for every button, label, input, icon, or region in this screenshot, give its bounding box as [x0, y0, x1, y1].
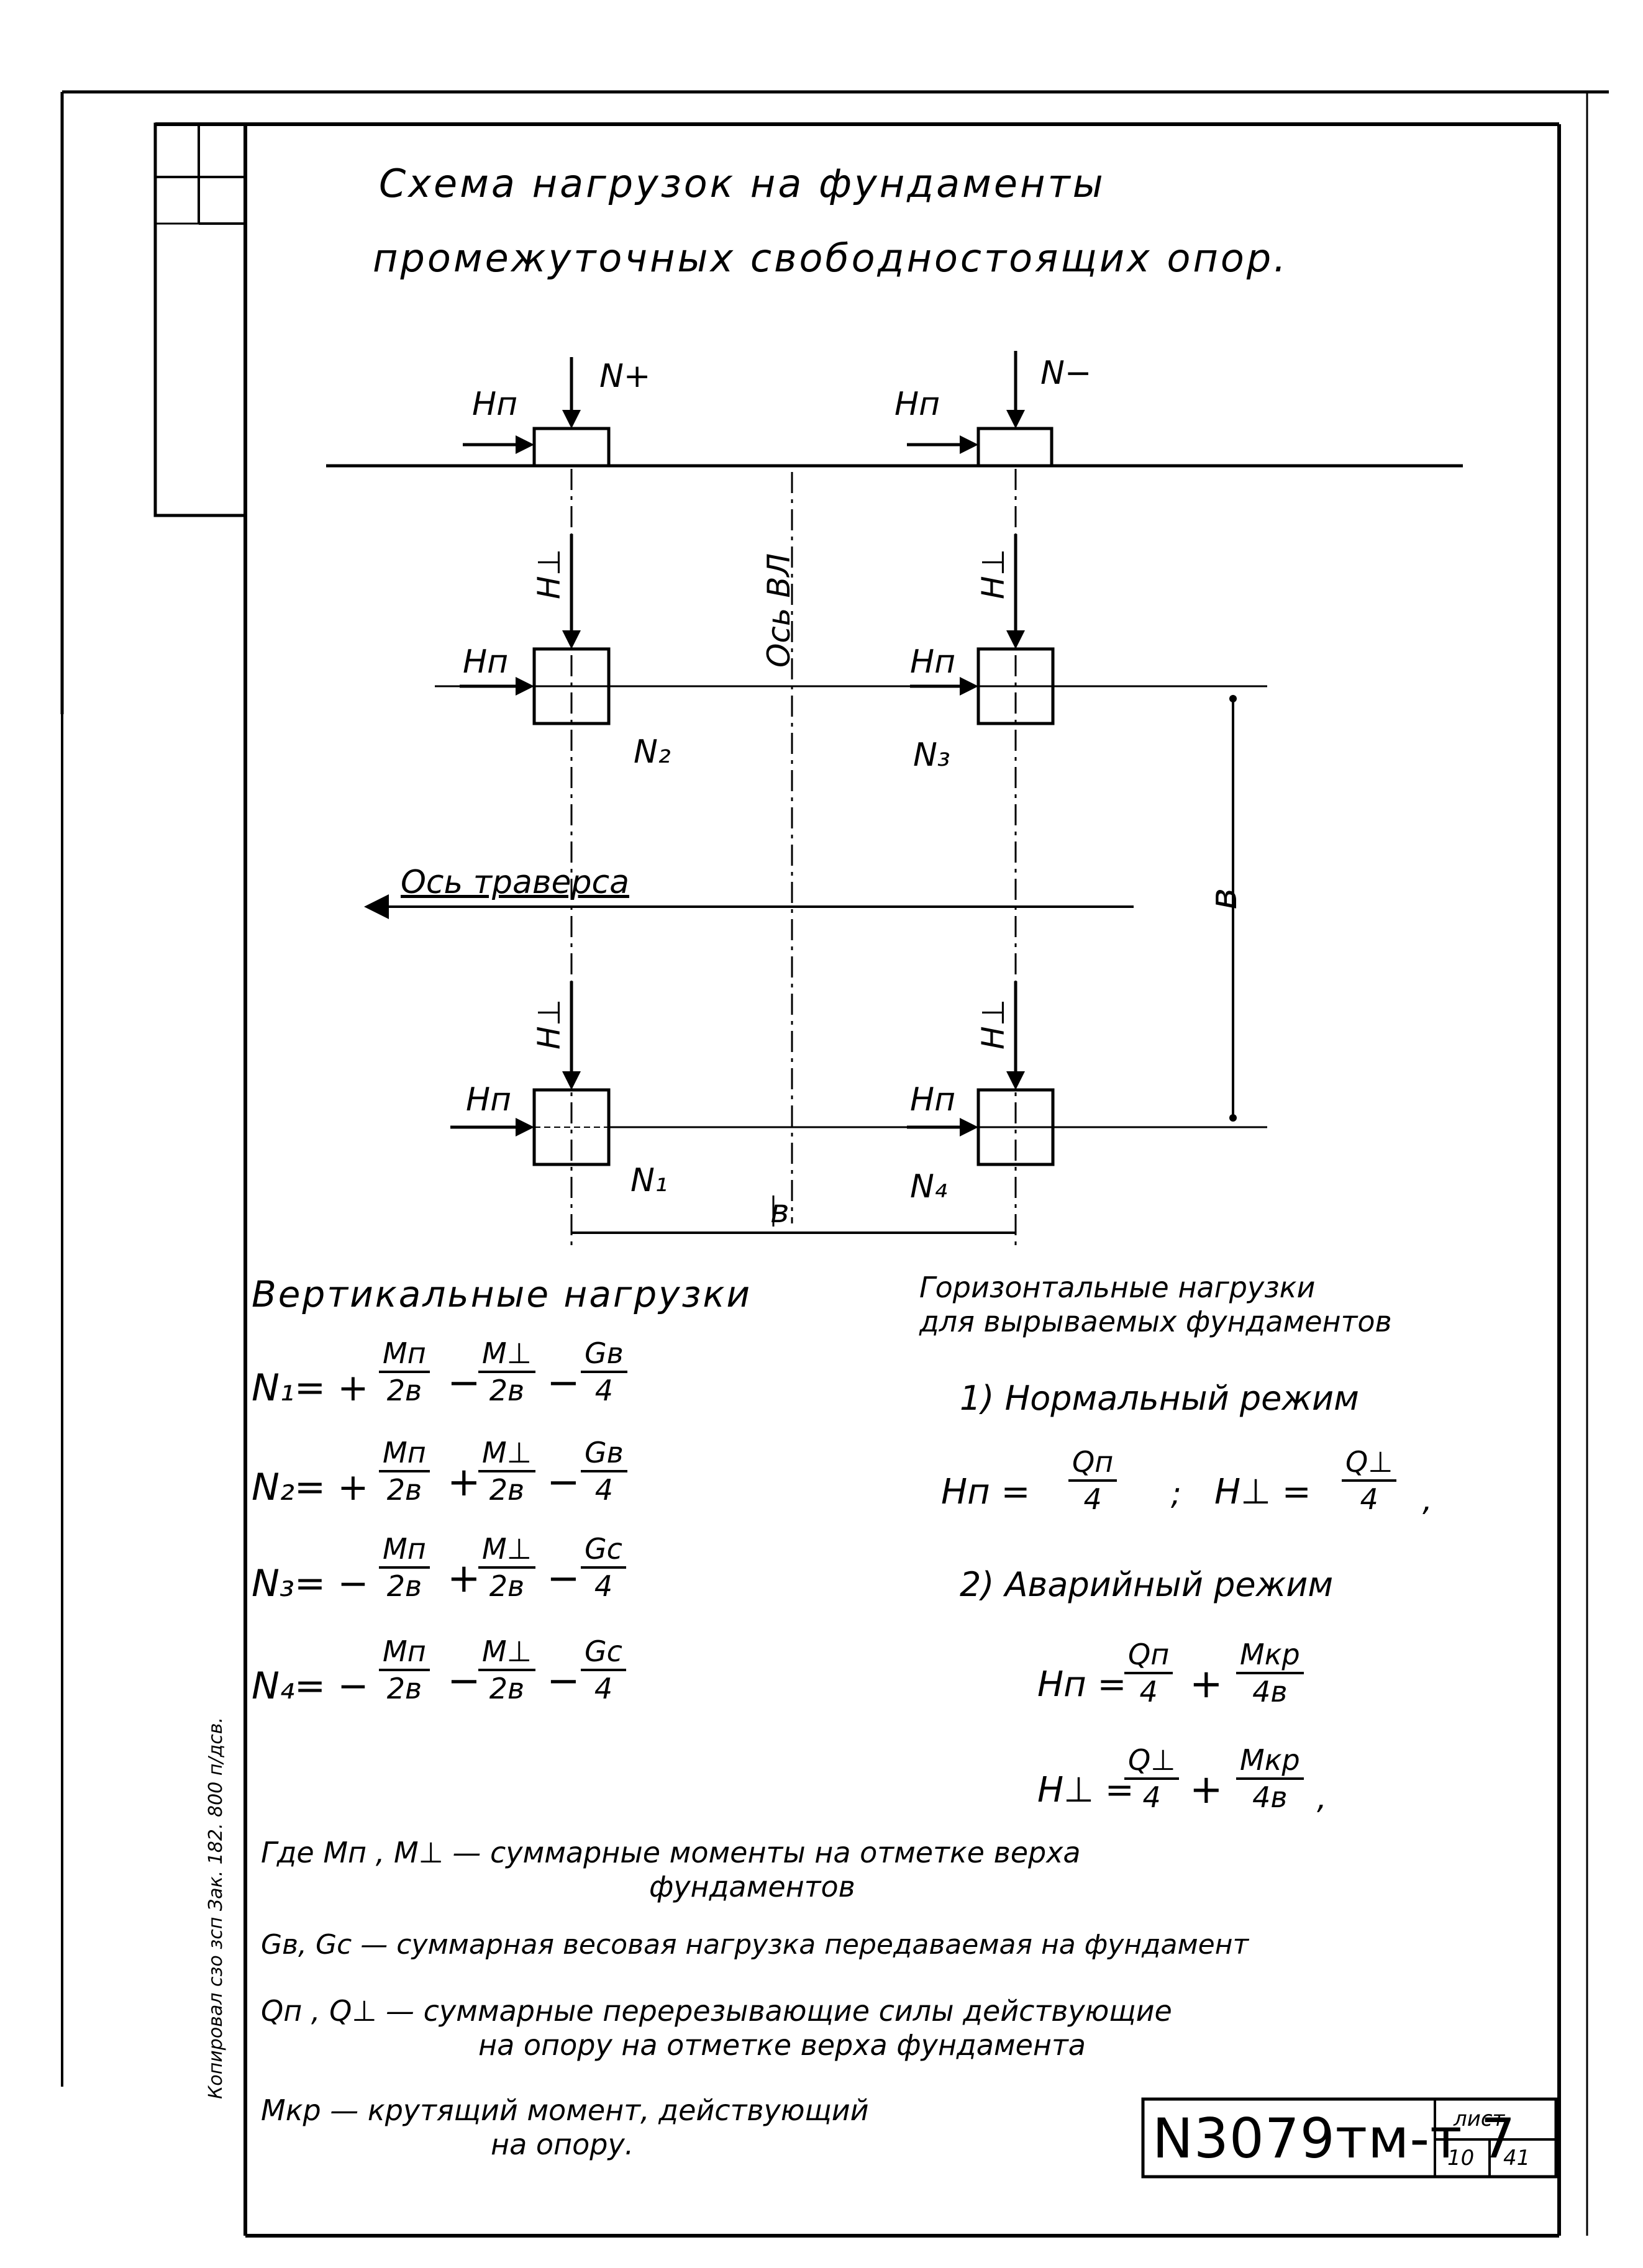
mode2-label: 2) Аварийный режим — [960, 1565, 1334, 1604]
label-n4: N₄ — [910, 1168, 947, 1205]
sheet-label: лист — [1454, 2107, 1505, 2131]
vl-row3-frac2: M⊥2в — [478, 1534, 535, 1602]
mode2-row1-lhs: Hп = — [1037, 1664, 1127, 1705]
mode2-row2-frac1: Q⊥4 — [1124, 1745, 1180, 1813]
label-hperp-n3: H⊥ — [975, 548, 1011, 599]
vl-row3-op2: + — [447, 1556, 481, 1602]
label-top-h-left: Hп — [472, 386, 518, 423]
label-n-minus: N− — [1040, 355, 1092, 392]
page-title-line1: Схема нагрузок на фундаменты — [379, 161, 1106, 206]
margin-copy-note: Копировал сзо зсп Зак. 182. 800 п/дсв. — [205, 1717, 227, 2099]
legend-line1: Где Mп , M⊥ — суммарные моменты на отмет… — [261, 1836, 1081, 1869]
top-footing-left — [532, 427, 611, 468]
mode1-end: , — [1422, 1482, 1432, 1518]
vl-row2-frac2: M⊥2в — [478, 1438, 535, 1505]
vertical-loads-heading: Вертикальные нагрузки — [252, 1273, 752, 1315]
mode2-row2-lhs: H⊥ = — [1037, 1770, 1134, 1810]
legend-line1b: фундаментов — [649, 1870, 855, 1903]
label-n1: N₁ — [630, 1162, 668, 1199]
legend-line4: Mкр — крутящий момент, действующий — [261, 2093, 869, 2127]
vl-row4-lhs: N₄= − — [252, 1664, 369, 1708]
vl-row4-op3: − — [547, 1658, 580, 1704]
vl-row3-lhs: N₃= − — [252, 1562, 369, 1605]
legend-line3b: на опору на отметке верха фундамента — [478, 2028, 1086, 2062]
mode1-hperp-lhs: H⊥ = — [1214, 1472, 1311, 1512]
label-hperp-n4: H⊥ — [975, 999, 1011, 1050]
label-n2: N₂ — [634, 733, 671, 771]
mode2-row2-end: , — [1317, 1780, 1327, 1816]
horizontal-loads-heading2: для вырываемых фундаментов — [919, 1305, 1392, 1338]
legend-line3: Qп , Q⊥ — суммарные перерезывающие силы … — [261, 1994, 1172, 2028]
vl-row2-op3: − — [547, 1459, 580, 1505]
title-stamp-frame — [1141, 2097, 1558, 2179]
horizontal-loads-heading1: Горизонтальные нагрузки — [919, 1271, 1316, 1304]
label-hperp-n2: H⊥ — [531, 548, 567, 599]
label-axis-vl: Ось ВЛ — [761, 553, 797, 668]
vl-row4-frac2: M⊥2в — [478, 1636, 535, 1704]
mode1-hperp-frac: Q⊥4 — [1342, 1447, 1397, 1515]
label-hperp-n1: H⊥ — [531, 999, 567, 1050]
label-n3: N₃ — [913, 737, 950, 774]
label-top-h-right: Hп — [894, 386, 940, 423]
label-hpar-n3: Hп — [910, 643, 956, 681]
label-n-plus: N+ — [599, 358, 651, 395]
vl-row1-lhs: N₁= + — [252, 1366, 369, 1410]
mode1-separator: ; — [1171, 1476, 1181, 1512]
label-dim-b-horizontal: в — [770, 1193, 790, 1230]
label-hpar-n1: Hп — [466, 1081, 512, 1118]
sheet-number: 10 — [1447, 2146, 1475, 2170]
vl-row4-op2: − — [447, 1658, 481, 1704]
top-footing-right — [976, 427, 1054, 468]
mode2-row1-op: + — [1190, 1661, 1223, 1707]
vl-row1-op3: − — [547, 1360, 580, 1406]
vl-row2-op2: + — [447, 1459, 481, 1505]
mode2-row2-op: + — [1190, 1767, 1223, 1813]
vl-row2-lhs: N₂= + — [252, 1466, 369, 1509]
drawing-code: N3079тм-т 7 — [1152, 2107, 1516, 2170]
label-dim-b-vertical: в — [1202, 887, 1245, 910]
sheet-frame — [60, 90, 1609, 2238]
vl-row3-op3: − — [547, 1556, 580, 1602]
label-axis-traverse: Ось траверса — [401, 864, 629, 901]
mode1-label: 1) Нормальный режим — [960, 1379, 1359, 1418]
page-title-line2: промежуточных свободностоящих опор. — [373, 235, 1288, 281]
legend-line4b: на опору. — [491, 2128, 634, 2161]
label-hpar-n4: Hп — [910, 1081, 956, 1118]
vl-row1-frac2: M⊥2в — [478, 1338, 535, 1406]
mode1-hpar-lhs: Hп = — [941, 1472, 1031, 1512]
vl-row1-op2: − — [447, 1360, 481, 1406]
legend-line2: Gв, Gс — суммарная весовая нагрузка пере… — [261, 1929, 1249, 1961]
sheets-total: 41 — [1503, 2146, 1531, 2170]
label-hpar-n2: Hп — [463, 643, 509, 681]
